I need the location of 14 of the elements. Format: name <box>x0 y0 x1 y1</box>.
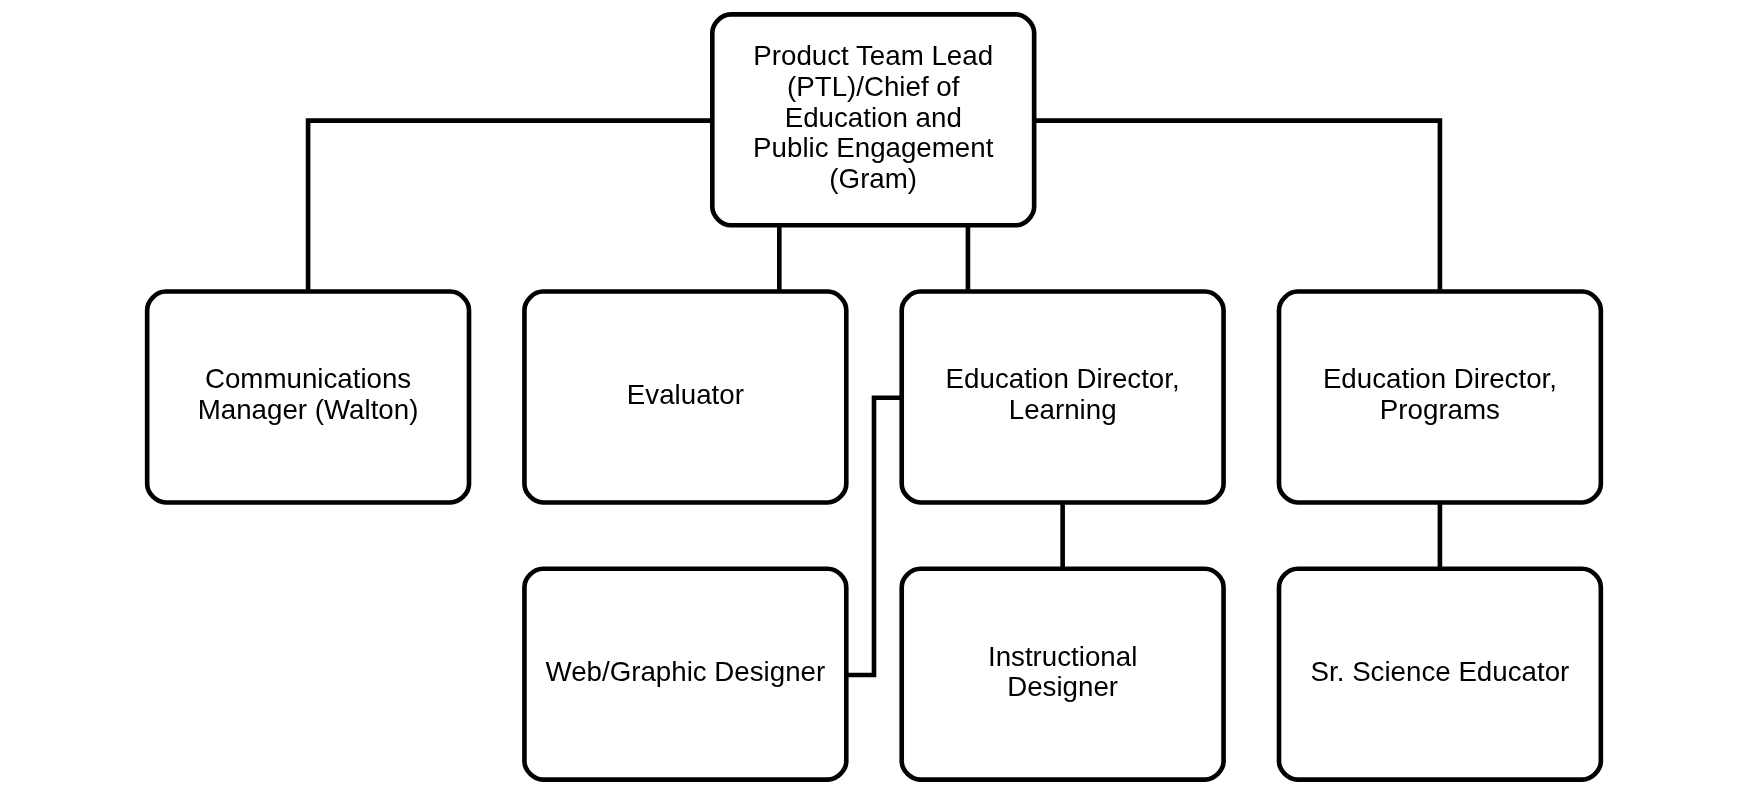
node-box: Product Team Lead (PTL)/Chief of Education and Public Engagement (Gram) <box>709 12 1036 228</box>
connector <box>1437 502 1442 569</box>
node-box: Communications Manager (Walton) <box>144 289 471 505</box>
node-box: Sr. Science Educator <box>1276 566 1603 782</box>
node-box: Education Director, Programs <box>1276 289 1603 505</box>
node-box: Evaluator <box>521 289 849 505</box>
connector <box>1034 118 1442 292</box>
node-box: Instructional Designer <box>898 566 1226 782</box>
connector <box>965 225 970 292</box>
connector <box>305 118 712 292</box>
node-box: Education Director, Learning <box>898 289 1226 505</box>
connector <box>776 225 782 292</box>
node-box: Web/Graphic Designer <box>521 566 849 782</box>
connector <box>1059 502 1065 569</box>
